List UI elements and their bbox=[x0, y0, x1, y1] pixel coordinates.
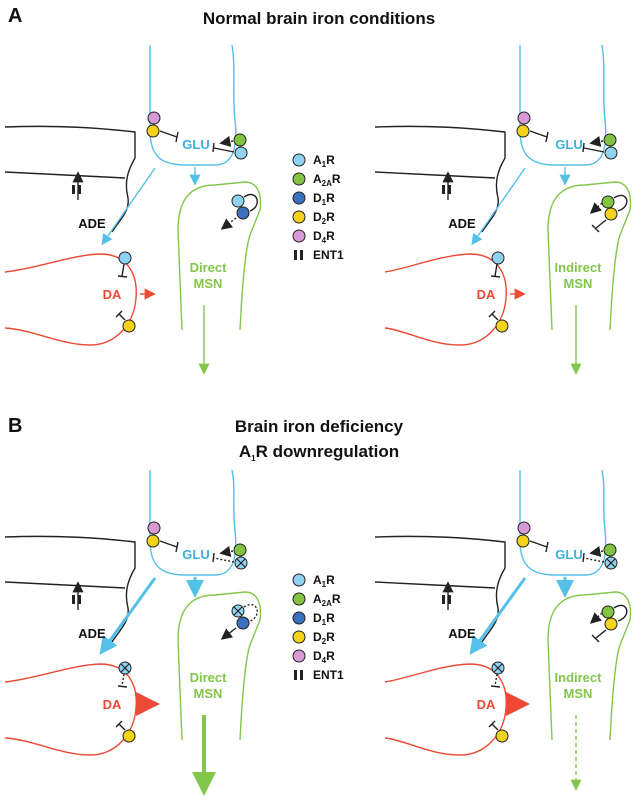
legend-label: D2R bbox=[313, 210, 335, 226]
glu-label: GLU bbox=[182, 137, 209, 152]
legend-label: D2R bbox=[313, 630, 335, 646]
panel-a: A Normal brain iron conditions bbox=[4, 5, 632, 375]
a1r-receptor bbox=[491, 251, 505, 265]
legend-swatch-d1r bbox=[292, 611, 306, 625]
a2ar-receptor bbox=[233, 133, 247, 147]
d1r-receptor bbox=[236, 206, 250, 220]
panel-a-title: Normal brain iron conditions bbox=[203, 9, 435, 28]
d2r-receptor bbox=[604, 207, 618, 221]
direct-msn-label-line2: MSN bbox=[194, 686, 223, 701]
direct-msn-label-line1: Direct bbox=[190, 260, 228, 275]
panel-a-direct-circuit: GLU ADE DA Direct MSN bbox=[4, 44, 262, 375]
legend-label: D1R bbox=[313, 191, 335, 207]
a1r-receptor bbox=[118, 251, 132, 265]
direct-msn-label-line1: Direct bbox=[190, 670, 228, 685]
a2ar-receptor bbox=[601, 605, 615, 619]
ent1-icon bbox=[72, 185, 75, 194]
ent1-icon bbox=[300, 250, 303, 260]
legend-swatch-a1r bbox=[292, 573, 306, 587]
d2r-receptor bbox=[146, 124, 160, 138]
a1r-receptor bbox=[234, 146, 248, 160]
legend-swatch-d4r bbox=[292, 229, 306, 243]
legend-label: D1R bbox=[313, 611, 335, 627]
ade-label: ADE bbox=[78, 626, 106, 641]
legend-swatch-d2r bbox=[292, 210, 306, 224]
indirect-msn-label-line2: MSN bbox=[564, 686, 593, 701]
d2r-receptor bbox=[516, 534, 530, 548]
d4r-receptor bbox=[517, 111, 531, 125]
da-label: DA bbox=[477, 697, 496, 712]
legend-label: D4R bbox=[313, 229, 335, 245]
d2r-receptor bbox=[495, 319, 509, 333]
ent1-icon bbox=[294, 670, 297, 680]
da-label: DA bbox=[477, 287, 496, 302]
d2r-receptor bbox=[122, 319, 136, 333]
indirect-msn-label-line1: Indirect bbox=[555, 260, 603, 275]
d2r-receptor bbox=[516, 124, 530, 138]
a1r-receptor bbox=[231, 194, 245, 208]
ade-label: ADE bbox=[448, 216, 476, 231]
da-label: DA bbox=[103, 287, 122, 302]
legend-a: A1R A2AR D1R D2R D4R ENT1 bbox=[292, 153, 344, 262]
legend-b: A1R A2AR D1R D2R D4R ENT1 bbox=[292, 573, 344, 682]
d4r-receptor bbox=[147, 111, 161, 125]
ent1-icon bbox=[294, 250, 297, 260]
indirect-msn-label-line2: MSN bbox=[564, 276, 593, 291]
direct-msn-label-line2: MSN bbox=[194, 276, 223, 291]
ent1-icon bbox=[442, 595, 445, 604]
panel-b-direct-circuit: GLU ADE DA Direct MSN bbox=[4, 469, 262, 796]
a2ar-receptor bbox=[603, 133, 617, 147]
panel-b-letter: B bbox=[8, 415, 22, 437]
legend-label: D4R bbox=[313, 649, 335, 665]
d2r-receptor bbox=[495, 729, 509, 743]
a2ar-receptor bbox=[601, 195, 615, 209]
d2r-receptor bbox=[122, 729, 136, 743]
legend-swatch-d2r bbox=[292, 630, 306, 644]
legend-swatch-d1r bbox=[292, 191, 306, 205]
ent1-icon bbox=[442, 185, 445, 194]
ent1-icon bbox=[300, 670, 303, 680]
legend-label: A2AR bbox=[313, 172, 341, 188]
glu-label: GLU bbox=[182, 547, 209, 562]
ade-label: ADE bbox=[448, 626, 476, 641]
glu-to-da-arrow bbox=[101, 167, 156, 246]
a2ar-receptor bbox=[233, 543, 247, 557]
legend-swatch-a1r bbox=[292, 153, 306, 167]
d2r-receptor bbox=[146, 534, 160, 548]
indirect-msn-label-line1: Indirect bbox=[555, 670, 603, 685]
d1r-receptor bbox=[236, 616, 250, 630]
glu-label: GLU bbox=[555, 137, 582, 152]
legend-label: A2AR bbox=[313, 592, 341, 608]
ent1-icon bbox=[72, 595, 75, 604]
legend-label: ENT1 bbox=[313, 248, 344, 262]
panel-a-indirect-circuit: GLU ADE DA Indirect MSN bbox=[374, 44, 632, 375]
ade-label: ADE bbox=[78, 216, 106, 231]
da-label: DA bbox=[103, 697, 122, 712]
panel-b: B Brain iron deficiency A1R downregulati… bbox=[4, 415, 632, 796]
d4r-receptor bbox=[147, 521, 161, 535]
legend-label: ENT1 bbox=[313, 668, 344, 682]
a2ar-receptor bbox=[603, 543, 617, 557]
legend-swatch-a2ar bbox=[292, 592, 306, 606]
legend-label: A1R bbox=[313, 573, 335, 589]
a1r-receptor bbox=[604, 146, 618, 160]
panel-a-letter: A bbox=[8, 5, 22, 27]
panel-b-title-line2: A1R downregulation bbox=[239, 442, 399, 463]
glu-label: GLU bbox=[555, 547, 582, 562]
d4r-receptor bbox=[517, 521, 531, 535]
legend-label: A1R bbox=[313, 153, 335, 169]
panel-b-title-line1: Brain iron deficiency bbox=[235, 417, 404, 436]
legend-swatch-a2ar bbox=[292, 172, 306, 186]
d2r-receptor bbox=[604, 617, 618, 631]
legend-swatch-d4r bbox=[292, 649, 306, 663]
panel-b-indirect-circuit: GLU ADE DA Indirect MSN bbox=[374, 469, 632, 791]
